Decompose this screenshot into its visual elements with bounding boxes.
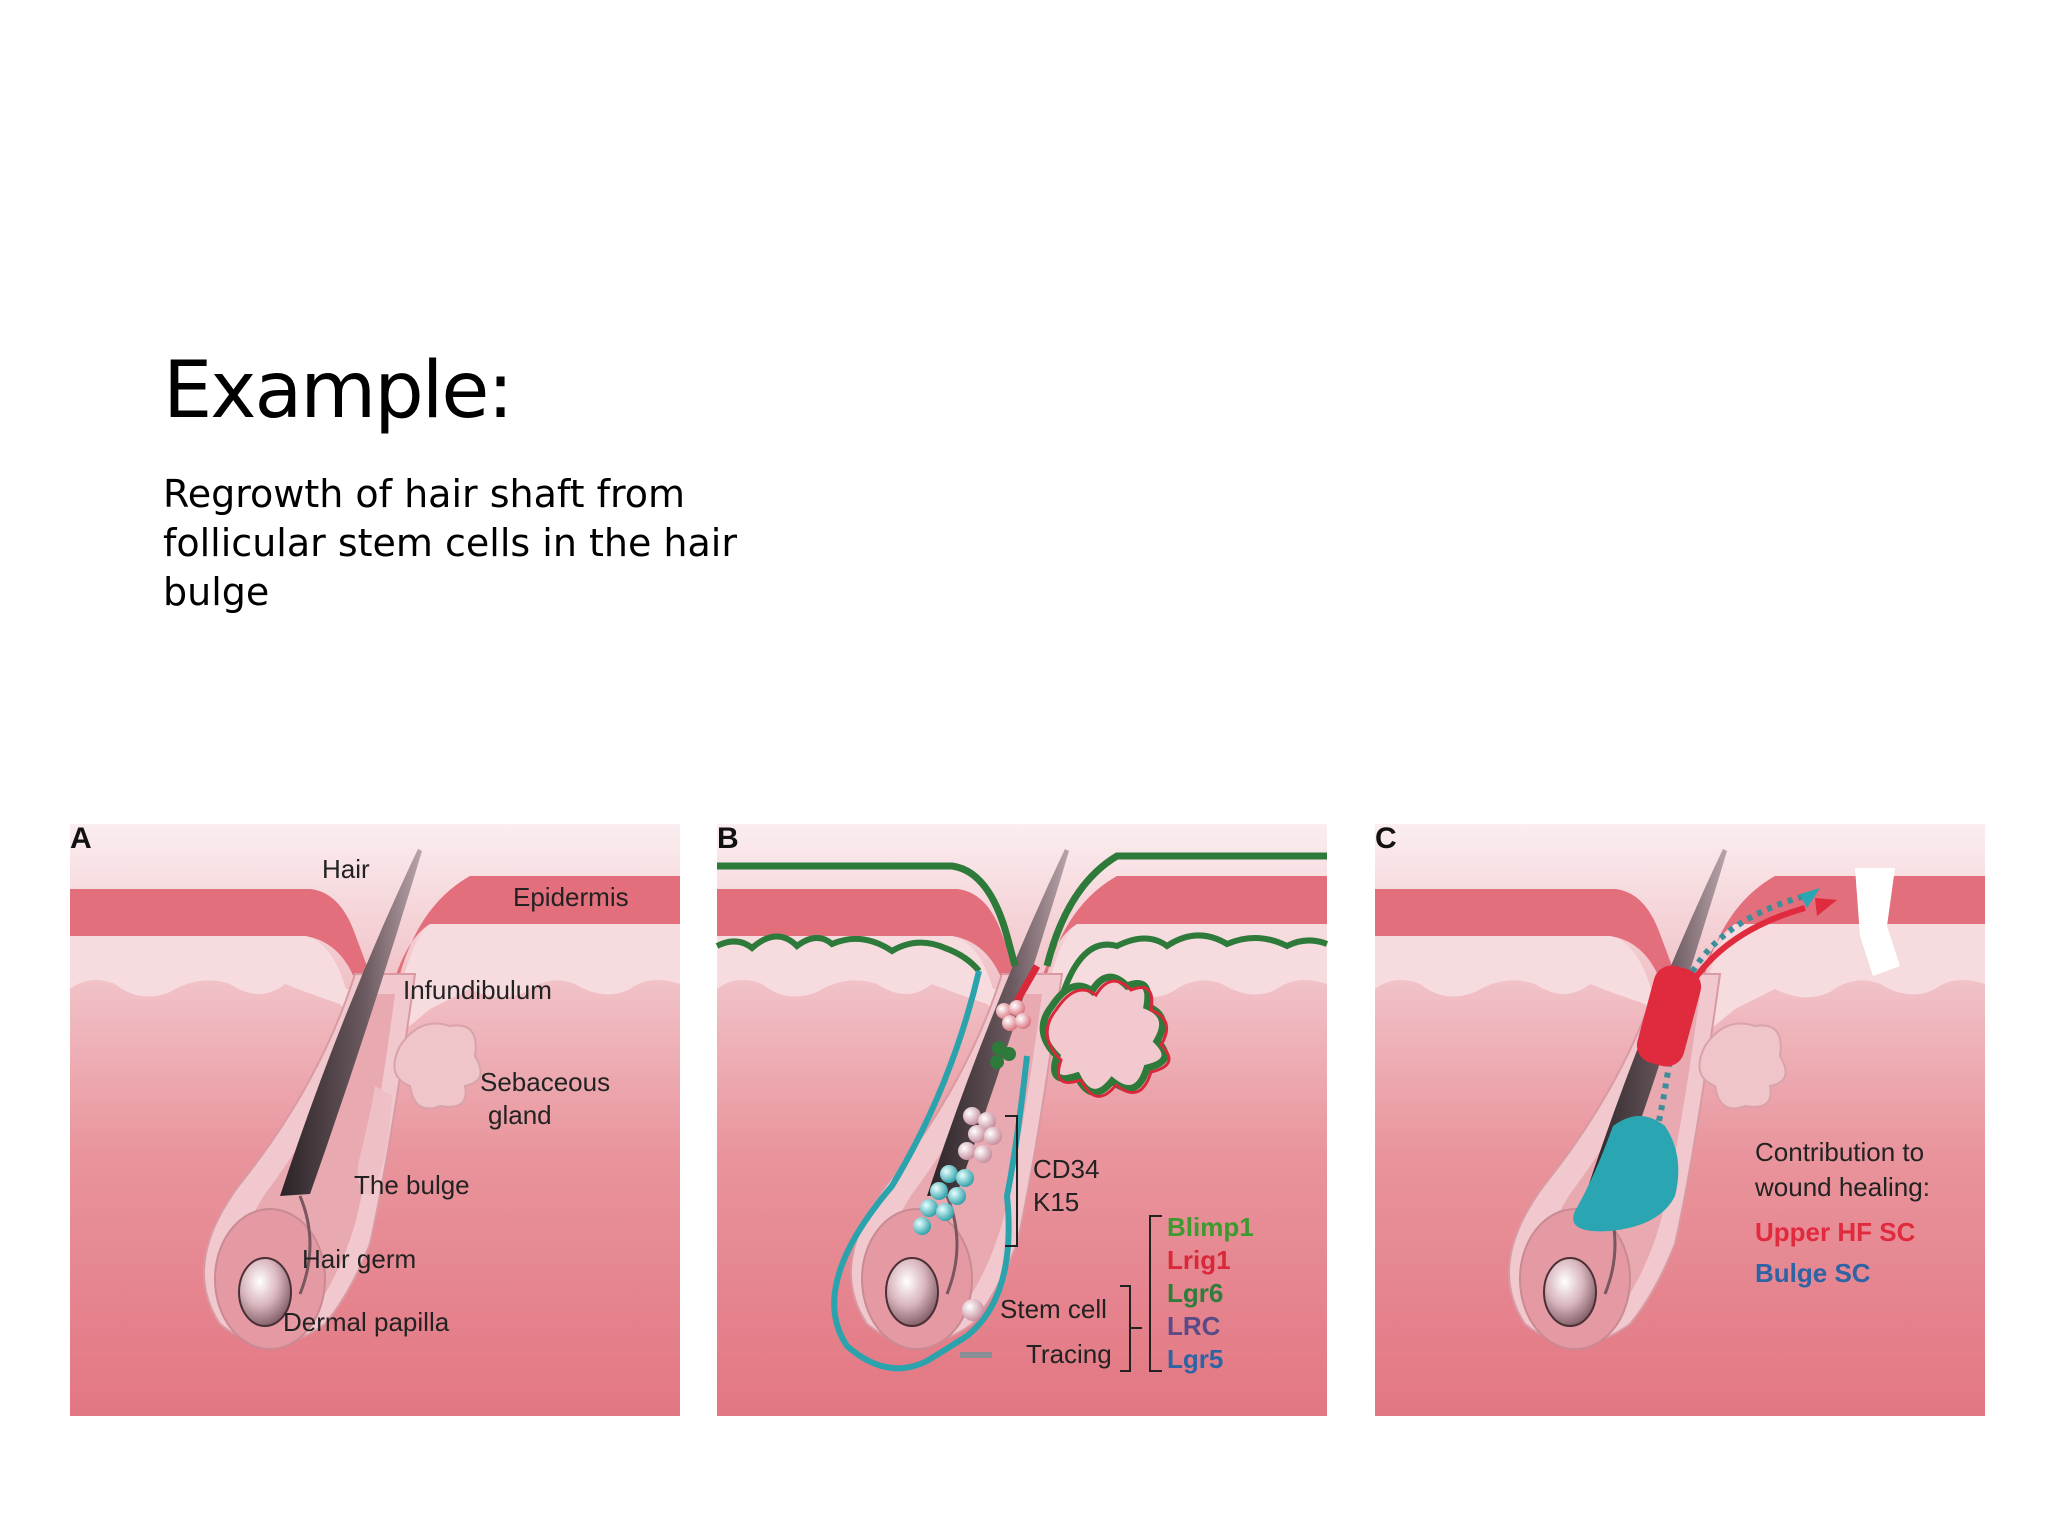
marker-lrc: LRC xyxy=(1167,1311,1221,1341)
hair-follicle-figure: A Hair Epidermis Infundibulum Sebaceous … xyxy=(70,822,1985,1416)
green-line-top xyxy=(717,852,1327,967)
label-bulge-sc: Bulge SC xyxy=(1755,1258,1871,1288)
label-sebaceous: Sebaceous xyxy=(480,1067,610,1097)
label-the-bulge: The bulge xyxy=(354,1170,470,1200)
wound-notch xyxy=(1855,868,1900,976)
marker-lrig1: Lrig1 xyxy=(1167,1245,1231,1275)
label-wound-healing: wound healing: xyxy=(1754,1172,1930,1202)
label-hair-germ: Hair germ xyxy=(302,1244,416,1274)
gland-outline xyxy=(1039,973,1169,1096)
upper-hf-sc-shape xyxy=(1636,965,1702,1067)
slide-subtitle: Regrowth of hair shaft from follicular s… xyxy=(163,472,737,614)
label-contribution: Contribution to xyxy=(1755,1137,1924,1167)
green-line-right xyxy=(1059,932,1329,997)
green-line-left xyxy=(715,933,982,973)
panel-b: B CD34 K15 Stem cell Tracing Blimp1Lrig1… xyxy=(715,822,1329,1416)
slide-title: Example: xyxy=(163,346,514,436)
label-infundibulum: Infundibulum xyxy=(403,975,552,1005)
label-epidermis: Epidermis xyxy=(513,882,629,912)
label-cd34: CD34 xyxy=(1033,1154,1099,1184)
panel-c-letter: C xyxy=(1375,822,1397,855)
panel-c: C Contribution to wound healing: Upper H… xyxy=(1373,822,1985,1416)
label-upper-hf-sc: Upper HF SC xyxy=(1755,1217,1916,1247)
label-dermal-papilla: Dermal papilla xyxy=(283,1307,450,1337)
label-stem-cell: Stem cell xyxy=(1000,1294,1107,1324)
panel-a: A Hair Epidermis Infundibulum Sebaceous … xyxy=(70,822,682,1416)
marker-lgr5: Lgr5 xyxy=(1167,1344,1223,1374)
stem-cell-legend-icon xyxy=(962,1299,984,1321)
label-k15: K15 xyxy=(1033,1187,1079,1217)
marker-lgr6: Lgr6 xyxy=(1167,1278,1223,1308)
teal-line xyxy=(831,970,1030,1372)
bulge-sc-shape xyxy=(1573,1116,1679,1232)
sebaceous-gland-shape xyxy=(393,1022,482,1110)
label-gland: gland xyxy=(488,1100,552,1130)
marker-blimp1: Blimp1 xyxy=(1167,1212,1254,1242)
label-tracing: Tracing xyxy=(1026,1339,1112,1369)
panel-b-letter: B xyxy=(717,822,739,855)
tracing-legend-icon xyxy=(960,1352,992,1358)
panel-a-letter: A xyxy=(70,822,92,855)
label-hair: Hair xyxy=(322,854,370,884)
